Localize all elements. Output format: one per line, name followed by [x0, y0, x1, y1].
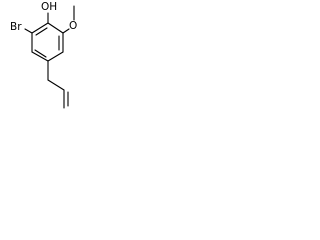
- ring-bond-c4-c5: [31, 51, 49, 62]
- bond-ch2-ch: [47, 79, 65, 91]
- bond-c6-br: [24, 28, 33, 34]
- ring-bond-c1-c2: [47, 22, 64, 34]
- structure-diagram: OH Br O: [10, 1, 77, 109]
- bromine-label: Br: [10, 21, 22, 33]
- ring-double-bond-inner-top: [35, 27, 48, 36]
- ring-double-bond-inner-bottom: [34, 49, 47, 58]
- methoxy-oxygen-label: O: [69, 20, 77, 32]
- bond-c2-o: [62, 28, 70, 34]
- hydroxyl-label: OH: [41, 1, 57, 13]
- ring-bond-c3-c4: [47, 51, 64, 62]
- benzene-ring: [31, 22, 64, 62]
- ring-bond-c6-c1: [31, 22, 49, 34]
